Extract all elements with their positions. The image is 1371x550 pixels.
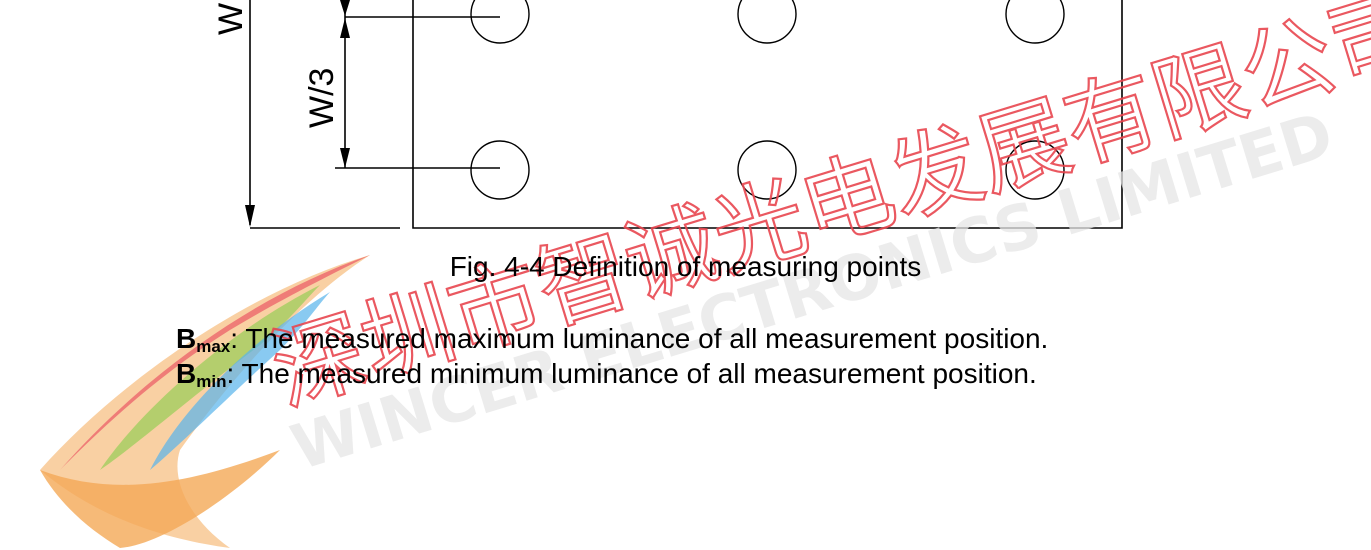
panel-outline [412, 0, 1123, 229]
definition-symbol: B [176, 358, 197, 389]
third-dimension-arrowhead-top [340, 18, 350, 38]
figure-caption: Fig. 4-4 Definition of measuring points [449, 251, 922, 282]
logo-swoosh [40, 255, 370, 548]
third-dimension-label: W/3 [303, 68, 341, 128]
outer-dimension-label: W [212, 3, 250, 35]
definition-bmax: Bmax: The measured maximum luminance of … [176, 322, 1048, 364]
definition-symbol: B [176, 323, 197, 354]
third-dimension-arrowhead-bottom [340, 148, 350, 168]
measuring-point-r1c3 [1005, 0, 1065, 44]
measuring-point-r1c2 [737, 0, 797, 44]
definition-bmin: Bmin: The measured minimum luminance of … [176, 357, 1037, 399]
measuring-point-r1c1 [470, 0, 530, 44]
measuring-point-r2c3 [1005, 140, 1065, 200]
measuring-point-r2c1 [470, 140, 530, 200]
definition-text: : The measured maximum luminance of all … [230, 323, 1049, 354]
measuring-point-r2c2 [737, 140, 797, 200]
third-dimension-arrowhead-upper [340, 0, 350, 16]
definition-text: : The measured minimum luminance of all … [226, 358, 1037, 389]
definition-subscript: max [196, 337, 231, 356]
definition-subscript: min [196, 372, 227, 391]
outer-dimension-arrowhead [245, 205, 255, 227]
